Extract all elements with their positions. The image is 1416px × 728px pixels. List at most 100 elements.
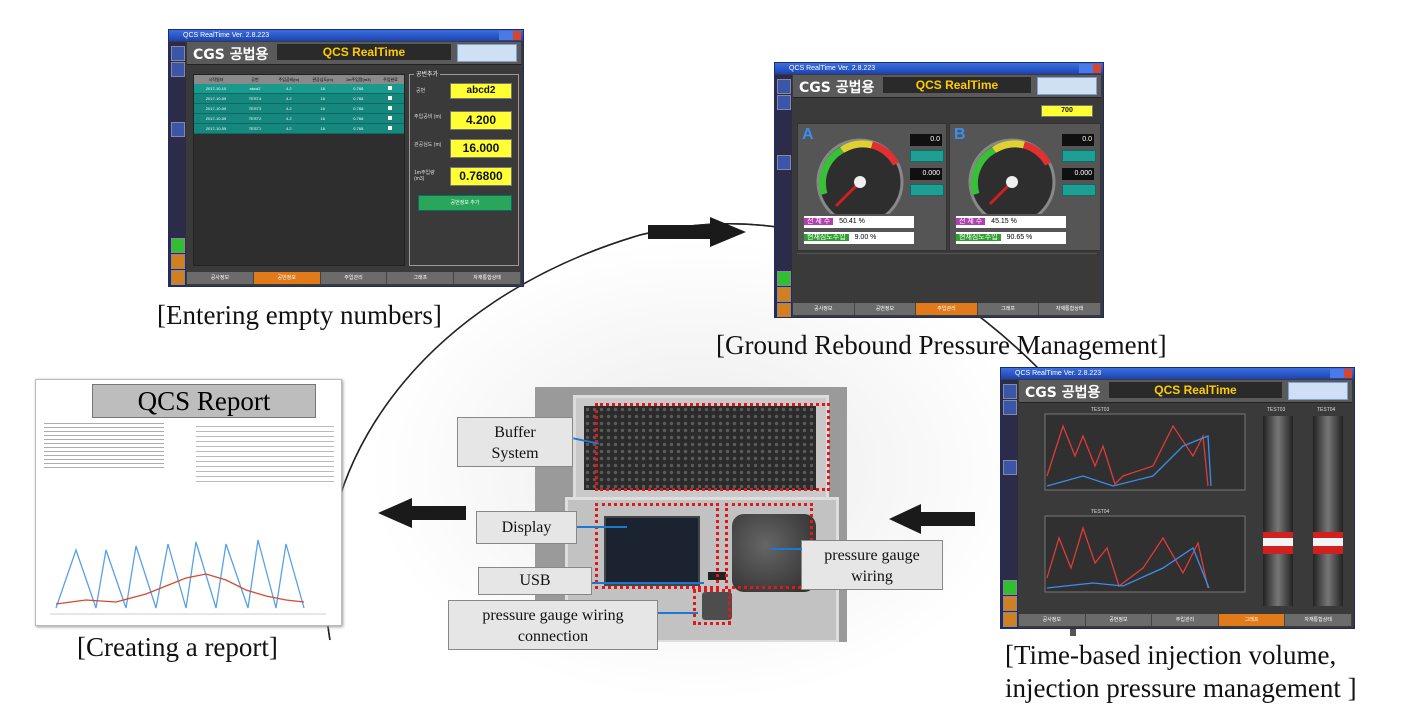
- borehole-id-field[interactable]: abcd2: [450, 83, 512, 99]
- depth-field[interactable]: 16.000: [450, 139, 512, 158]
- highlight-wiring: [725, 503, 813, 589]
- bottom-tabs: 공사정보 공번정보 주입관리 그래프 자재통합상태: [1019, 614, 1352, 626]
- report-page: QCS Report: [35, 379, 342, 626]
- apply-button[interactable]: [1062, 150, 1096, 162]
- company-logo: [457, 44, 517, 62]
- lead-line: [658, 612, 698, 614]
- table-cell: 16: [320, 116, 325, 121]
- total-percent: 50.41 %: [839, 218, 865, 225]
- app-header: CGS 공법용 QCS RealTime: [793, 75, 1101, 98]
- table-cell: [377, 94, 404, 103]
- table-cell: TEST2: [248, 116, 262, 121]
- chart-title-lower: TEST04: [1091, 509, 1110, 515]
- display-screen: [604, 516, 700, 586]
- tab-graph[interactable]: 그래프: [977, 303, 1040, 315]
- total-label: 전 체 주: [956, 218, 986, 225]
- volume-field[interactable]: 0.76800: [450, 167, 512, 186]
- highlight-connection: [693, 589, 731, 625]
- depth-percent: 9.00 %: [854, 234, 877, 241]
- window-titlebar: QCS RealTime Ver. 2.8.223: [169, 30, 523, 41]
- tab-materials[interactable]: 자재통합상태: [1285, 614, 1352, 626]
- case-lid: [573, 395, 829, 501]
- bottom-tabs: 공사정보 공번정보 주입관리 그래프 자재통합상태: [187, 272, 521, 284]
- add-borehole-panel: 공번추가 공번 abcd2 주입공비 (m) 4.200 관공심도 (m) 16…: [409, 69, 519, 266]
- tab-borehole-info[interactable]: 공번정보: [854, 303, 917, 315]
- caption-ground: [Ground Rebound Pressure Management]: [716, 330, 1167, 360]
- table-cell: 0.768: [353, 116, 364, 121]
- table-cell: 16: [320, 86, 325, 91]
- app-title: QCS RealTime: [1109, 382, 1282, 398]
- app-title: QCS RealTime: [277, 44, 451, 60]
- tab-graph[interactable]: 그래프: [1218, 614, 1286, 626]
- add-borehole-button[interactable]: 공번정보 추가: [418, 195, 512, 211]
- bar-title-2: TEST04: [1317, 407, 1336, 413]
- device-photo: [535, 387, 847, 642]
- table-cell: 0.768: [353, 106, 364, 111]
- bottom-tabs: 공사정보 공번정보 주입관리 그래프 자재통합상태: [793, 303, 1101, 315]
- table-cell: [377, 84, 404, 93]
- tab-borehole-info[interactable]: 공번정보: [253, 272, 321, 284]
- label-usb: USB: [478, 567, 592, 595]
- apply-button[interactable]: [910, 184, 944, 196]
- tab-site-info[interactable]: 공사정보: [793, 303, 855, 315]
- tab-materials[interactable]: 자재통합상태: [454, 272, 521, 284]
- label-buffer-system: Buffer System: [457, 417, 573, 467]
- tab-injection[interactable]: 주입관리: [916, 303, 978, 315]
- tab-injection[interactable]: 주입관리: [320, 272, 388, 284]
- table-cell: [377, 104, 404, 113]
- completion-checkbox[interactable]: [388, 106, 393, 110]
- depth-label: 현재심도주입: [956, 234, 1001, 241]
- lead-line: [592, 582, 704, 584]
- caption-time-line2: injection pressure management ]: [1005, 673, 1357, 703]
- total-percent-row: 전 체 주 50.41 %: [804, 216, 914, 228]
- total-label: 전 체 주: [804, 218, 834, 225]
- table-cell: 0.768: [353, 126, 364, 131]
- case-body: [565, 497, 839, 642]
- pressure-gauge-icon: [816, 138, 904, 214]
- arrow-right-icon: [648, 217, 746, 247]
- table-cell: 2017-10-09: [205, 126, 227, 131]
- app-header: CGS 공법용 QCS RealTime: [187, 42, 521, 65]
- depth-percent-row: 현재심도주입 90.65 %: [956, 232, 1066, 244]
- bar-title-1: TEST03: [1267, 407, 1286, 413]
- tab-injection[interactable]: 주입관리: [1152, 614, 1219, 626]
- left-toolbar: [1001, 380, 1018, 628]
- apply-button[interactable]: [910, 150, 944, 162]
- completion-checkbox[interactable]: [388, 86, 393, 90]
- completion-checkbox[interactable]: [388, 116, 393, 120]
- depth-percent: 90.65 %: [1006, 234, 1033, 241]
- chart-title-upper: TEST03: [1091, 407, 1110, 413]
- left-toolbar: [169, 42, 186, 286]
- tab-site-info[interactable]: 공사정보: [187, 272, 254, 284]
- foam-insert: [584, 406, 816, 490]
- left-toolbar: [775, 75, 792, 317]
- top-value-field[interactable]: 700: [1041, 105, 1093, 117]
- company-logo: [1288, 382, 1348, 400]
- table-cell: abcd2: [249, 86, 261, 91]
- lead-line: [770, 548, 802, 550]
- table-cell: 4.2: [286, 126, 292, 131]
- spacing-field[interactable]: 4.200: [450, 111, 512, 130]
- report-summary-text: [44, 420, 164, 470]
- company-logo: [1037, 77, 1097, 95]
- table-cell: TEST4: [248, 96, 262, 101]
- table-cell: 2017-10-09: [205, 96, 227, 101]
- table-cell: 4.2: [286, 116, 292, 121]
- caption-time-line1: [Time-based injection volume,: [1005, 640, 1337, 670]
- tab-site-info[interactable]: 공사정보: [1019, 614, 1086, 626]
- completion-checkbox[interactable]: [388, 96, 393, 100]
- brand-label: CGS 공법용: [193, 47, 269, 63]
- tab-materials[interactable]: 자재통합상태: [1039, 303, 1101, 315]
- completion-checkbox[interactable]: [388, 126, 393, 130]
- tab-graph[interactable]: 그래프: [387, 272, 455, 284]
- readout-b1: 0.0: [1062, 134, 1094, 146]
- apply-button[interactable]: [1062, 184, 1096, 196]
- screenshot-time-graph: QCS RealTime Ver. 2.8.223 CGS 공법용 QCS Re…: [1000, 367, 1355, 629]
- arrow-left-icon: [378, 498, 466, 528]
- tab-borehole-info[interactable]: 공번정보: [1085, 614, 1153, 626]
